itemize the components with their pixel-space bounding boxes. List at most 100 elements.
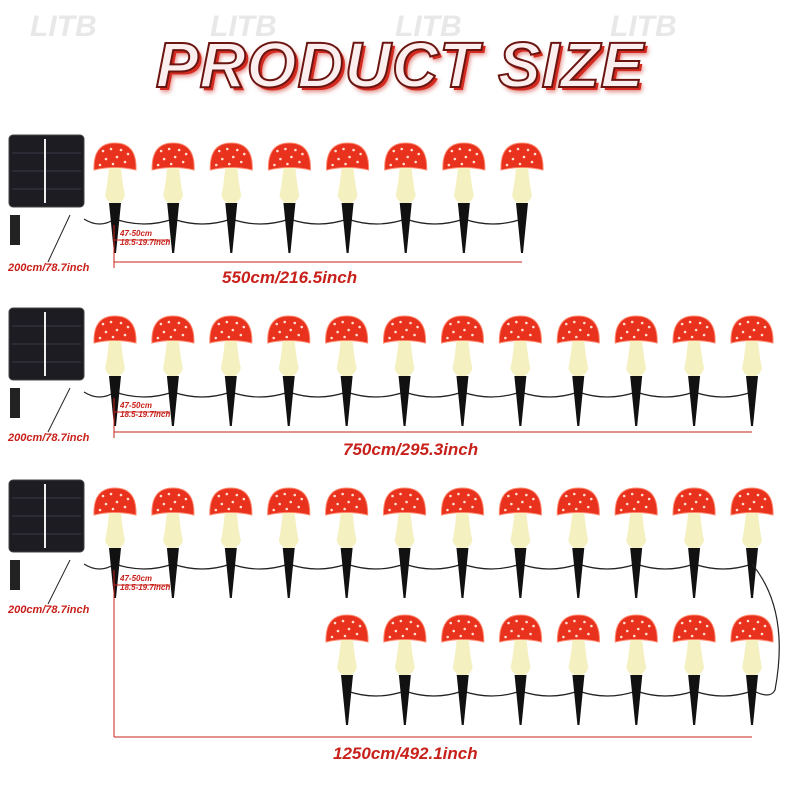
cap-dot (101, 494, 105, 498)
wire (83, 218, 523, 225)
cap-dot (741, 629, 745, 633)
cap-dot (572, 492, 576, 496)
cap-dot (395, 157, 399, 161)
cap-dot (688, 619, 692, 623)
cap-dot (746, 619, 750, 623)
cap-dot (227, 507, 231, 511)
cap-dot (525, 321, 528, 325)
cap-dot (409, 493, 412, 497)
cap-dot (156, 508, 160, 512)
cap-dot (225, 147, 229, 151)
cap-dot (690, 507, 694, 511)
mushroom-stem (742, 640, 762, 676)
cap-dot (630, 492, 634, 496)
cap-dot (347, 328, 350, 332)
cap-dot (169, 507, 173, 511)
cap-dot (115, 500, 119, 504)
cap-dot (341, 492, 344, 496)
cap-dot (355, 333, 358, 337)
cap-dot (162, 502, 166, 506)
mushroom-cap (672, 315, 716, 344)
cap-dot (738, 494, 742, 498)
cap-dot (184, 152, 188, 156)
cap-dot (575, 634, 578, 638)
cap-dot (698, 321, 702, 325)
mushroom-light (440, 487, 484, 598)
mushroom-cap (614, 614, 658, 643)
mushroom-stem (452, 341, 473, 377)
mushroom-cap (325, 315, 369, 344)
page-title: PRODUCT SIZE (155, 28, 645, 102)
cap-dot (630, 619, 634, 623)
cap-dot (567, 330, 571, 334)
ground-stake (572, 548, 585, 598)
cap-dot (173, 500, 177, 504)
cap-dot (351, 321, 354, 325)
cap-dot (516, 147, 520, 151)
cap-dot (169, 162, 173, 166)
wire (83, 391, 753, 398)
cap-dot (640, 321, 644, 325)
mushroom-stem (279, 168, 300, 204)
cap-dot (301, 152, 304, 156)
mushroom-stem (394, 640, 415, 676)
cap-dot (632, 507, 636, 511)
cap-dot (409, 321, 412, 325)
cap-dot (735, 635, 739, 639)
ground-stake (688, 548, 701, 598)
cap-dot (167, 147, 171, 151)
cap-dot (694, 500, 698, 504)
cap-dot (416, 624, 420, 628)
cap-dot (275, 494, 279, 498)
cap-dot (413, 333, 416, 337)
cap-dot (272, 508, 276, 512)
cap-dot (388, 508, 391, 512)
mushroom-light (383, 614, 427, 725)
mushroom-stem (453, 168, 474, 204)
cap-dot (756, 620, 760, 624)
watermark: LITB (610, 10, 677, 43)
watermark: LITB (395, 10, 462, 43)
cap-dot (471, 333, 474, 337)
cap-dot (283, 492, 287, 496)
cap-dot (388, 336, 391, 340)
cap-dot (217, 149, 221, 153)
cap-dot (517, 634, 520, 638)
cap-dot (688, 492, 692, 496)
cap-dot (619, 635, 623, 639)
cap-dot (167, 492, 171, 496)
cap-dot (355, 632, 359, 636)
cap-dot (647, 624, 651, 628)
mushroom-cap (556, 487, 600, 516)
cap-dot (504, 635, 507, 639)
ground-stake (398, 548, 411, 598)
cap-dot (694, 627, 698, 631)
cap-dot (402, 162, 406, 166)
mushroom-light (93, 142, 137, 253)
mushroom-light (730, 614, 774, 725)
cap-dot (705, 325, 709, 329)
cap-dot (227, 162, 231, 166)
row3-spacing-inch: 18.5-19.7inch (120, 583, 171, 592)
mushroom-stem (626, 341, 647, 377)
cap-dot (358, 624, 362, 628)
cap-dot (647, 497, 651, 501)
cap-dot (351, 620, 355, 624)
cap-dot (467, 493, 470, 497)
cap-dot (683, 330, 687, 334)
mushroom-stem (684, 640, 705, 676)
cap-dot (680, 322, 684, 326)
cap-dot (413, 505, 416, 509)
cap-dot (752, 328, 756, 332)
cap-dot (515, 492, 518, 496)
ground-stake (456, 376, 469, 426)
cable-leader (47, 214, 71, 263)
mushroom-light (556, 487, 600, 598)
cap-dot (738, 322, 742, 326)
cap-dot (347, 627, 351, 631)
mushroom-cap (151, 142, 195, 171)
ground-stake (282, 548, 295, 598)
cap-dot (763, 497, 767, 501)
cap-dot (510, 330, 513, 334)
mushroom-light (267, 487, 311, 598)
